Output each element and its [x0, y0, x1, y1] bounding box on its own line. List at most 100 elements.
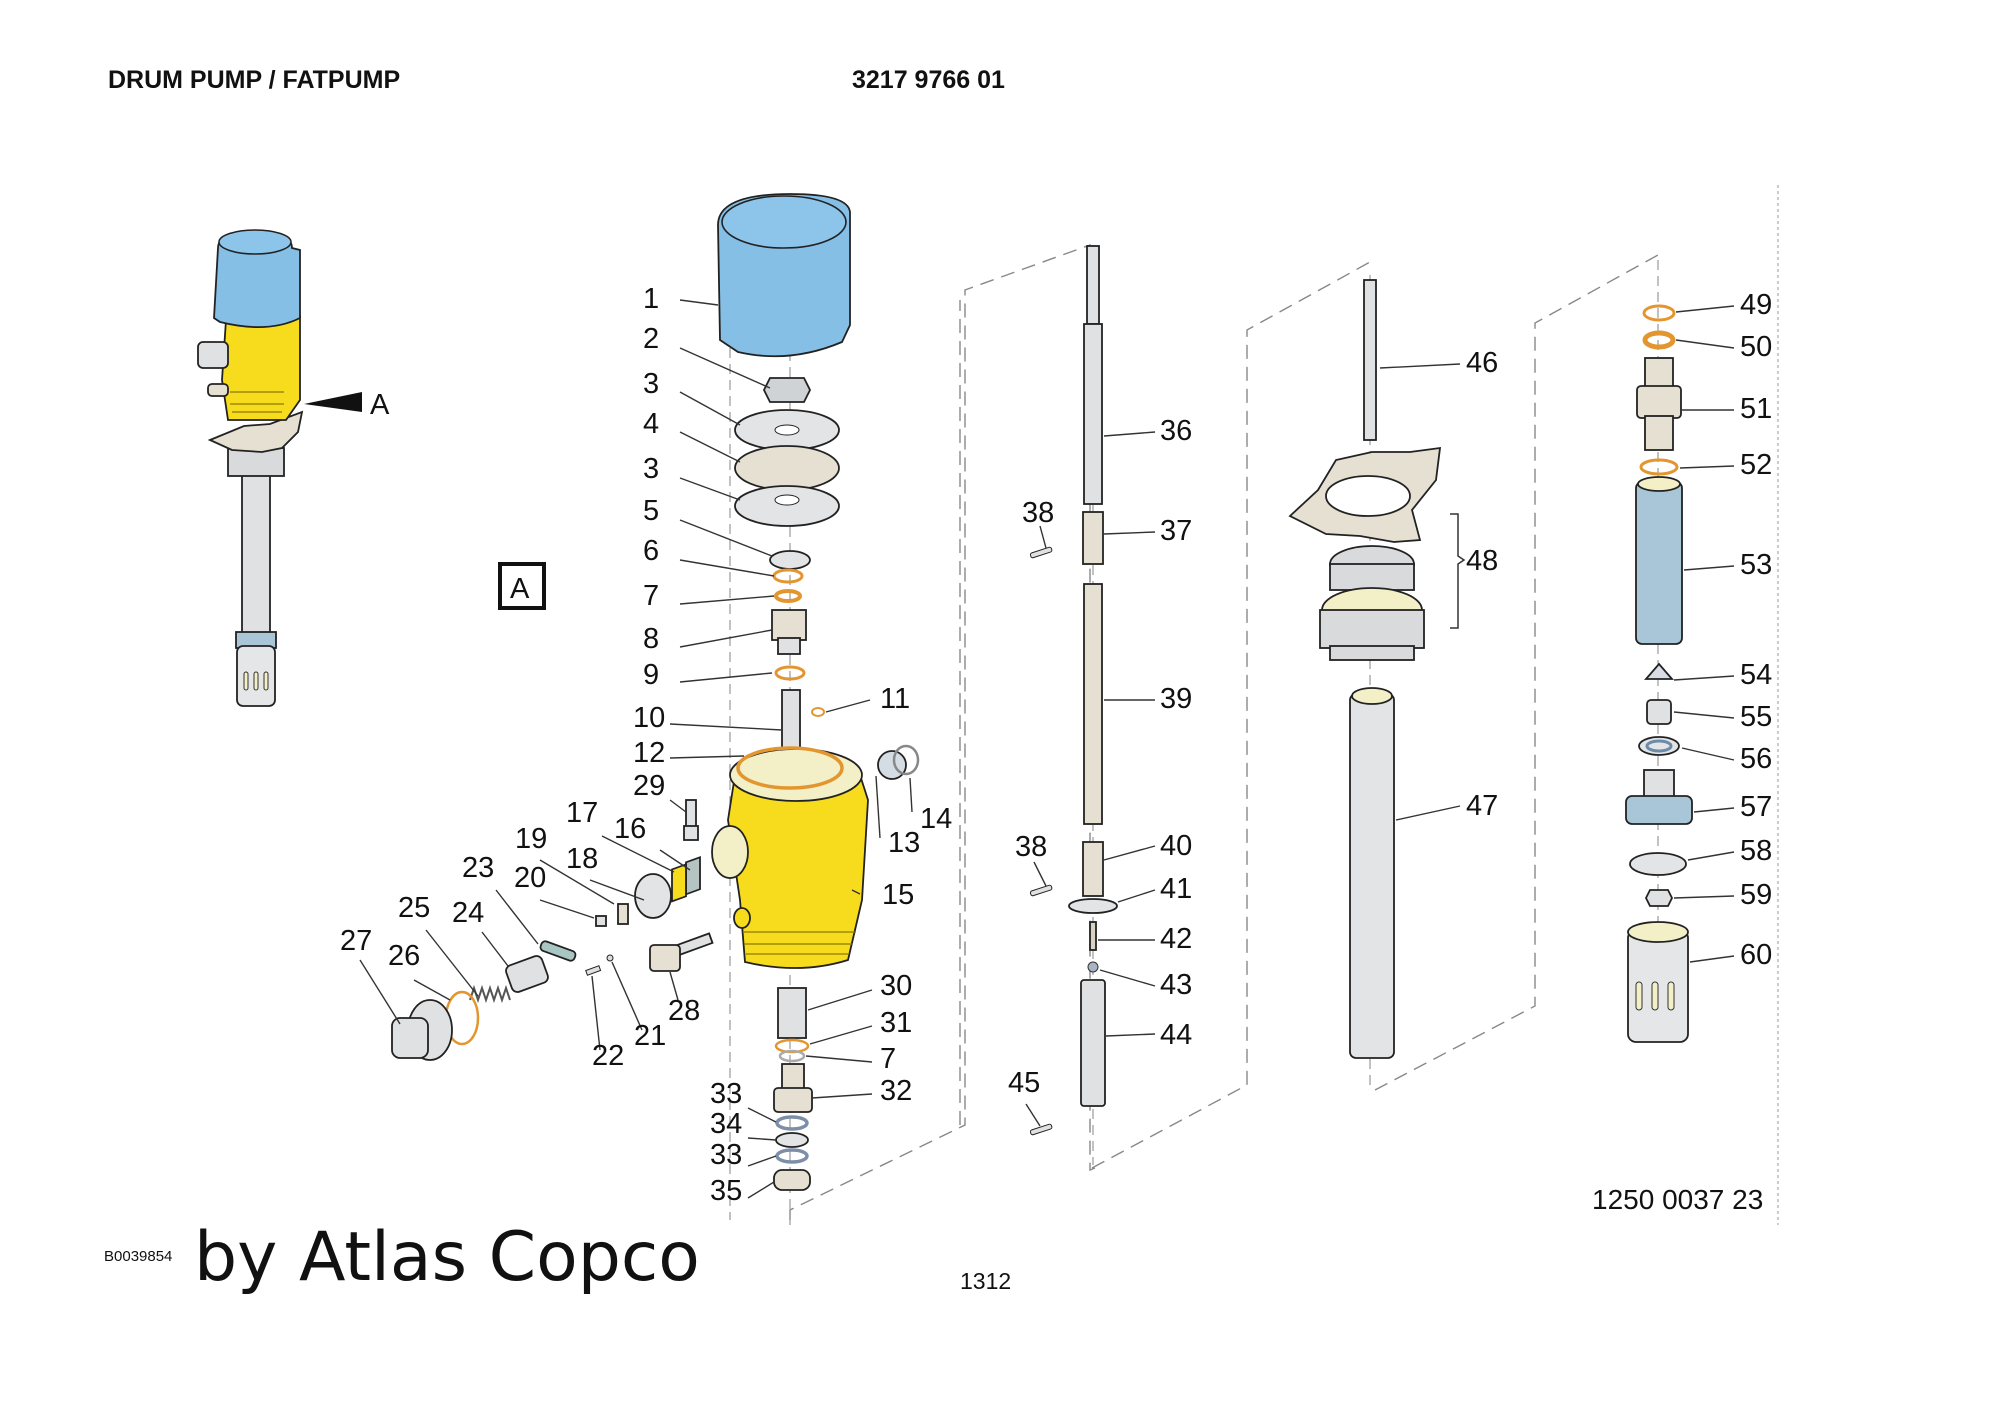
leader-line [747, 1137, 777, 1141]
leader-line [1683, 565, 1735, 571]
part-36-rod-tip [1086, 245, 1100, 325]
panel-outline-2 [1091, 261, 1371, 1169]
leader-line [679, 299, 719, 306]
leader-line [1673, 711, 1735, 719]
leader-line [851, 889, 861, 895]
bracket-icon [1450, 513, 1466, 629]
part-21-washer [606, 954, 614, 962]
callout-35: 35 [710, 1175, 742, 1207]
callout-18: 18 [566, 843, 598, 875]
callout-59: 59 [1740, 879, 1772, 911]
leader-line [811, 1093, 873, 1099]
part-22-screw [585, 965, 602, 976]
part-46-rod [1363, 279, 1377, 441]
leader-line [495, 889, 539, 945]
callout-11: 11 [880, 683, 910, 715]
part-20-clip [595, 915, 607, 927]
callout-16: 16 [614, 813, 646, 845]
part-24-piston [505, 955, 549, 993]
leader-line [539, 859, 615, 905]
leader-line [807, 989, 873, 1011]
leader-line [611, 961, 643, 1031]
part-39-rod [1083, 583, 1103, 825]
part-14-ring [892, 744, 920, 776]
callout-57: 57 [1740, 791, 1772, 823]
document-number: 3217 9766 01 [852, 66, 1005, 94]
part-23-pin [539, 940, 577, 962]
leader-line [1693, 807, 1735, 813]
part-5-washer [769, 550, 811, 570]
callout-3: 3 [643, 453, 659, 485]
part-45-pin [1029, 1123, 1053, 1136]
part-3-washer [734, 485, 840, 527]
callout-7: 7 [643, 580, 659, 612]
leader-line [1689, 955, 1735, 963]
part-37-coupling [1082, 511, 1104, 565]
callout-5: 5 [643, 495, 659, 527]
callout-27: 27 [340, 925, 372, 957]
callout-22: 22 [592, 1040, 624, 1072]
part-47-riser-tube [1349, 687, 1395, 1059]
callout-14: 14 [920, 803, 952, 835]
part-50-ring [1642, 330, 1676, 350]
callout-28: 28 [668, 995, 700, 1027]
part-40-coupling [1082, 841, 1104, 897]
leader-line [601, 835, 675, 873]
callout-17: 17 [566, 797, 598, 829]
leader-line [1103, 845, 1156, 861]
part-56-bearing [1638, 736, 1680, 756]
leader-line [1025, 1103, 1041, 1127]
part-15-pump-housing [711, 748, 869, 969]
leader-line [481, 931, 509, 967]
part-2-plug [762, 377, 812, 403]
marker-a-label: A [370, 389, 390, 421]
leader-line [425, 929, 479, 997]
part-6-oring [772, 568, 804, 584]
part-48-bung-adapter [1288, 446, 1466, 661]
callout-40: 40 [1160, 830, 1192, 862]
leader-line [1681, 747, 1735, 761]
callout-26: 26 [388, 940, 420, 972]
leader-line [679, 595, 775, 605]
leader-line [1033, 861, 1047, 887]
leader-line [825, 699, 871, 713]
part-16-valve-plate [685, 855, 701, 896]
callout-44: 44 [1160, 1019, 1192, 1051]
callout-24: 24 [452, 897, 484, 929]
part-28-fitting [649, 932, 714, 972]
callout-46: 46 [1466, 347, 1498, 379]
leader-line [1673, 675, 1735, 681]
brand-text: by Atlas Copco [194, 1218, 700, 1297]
callout-33: 33 [710, 1139, 742, 1171]
part-30-valve-body [777, 987, 807, 1039]
leader-line [679, 391, 741, 426]
leader-line [1099, 969, 1156, 987]
part-19-block [617, 903, 629, 925]
callout-38: 38 [1015, 831, 1047, 863]
part-55-bushing [1646, 699, 1672, 725]
assembled-pump-overview: A [197, 229, 390, 707]
part-42-pin [1089, 921, 1097, 951]
callout-10: 10 [633, 702, 665, 734]
callout-21: 21 [634, 1020, 666, 1052]
part-7-oring-lower [778, 1049, 806, 1063]
leader-line [539, 899, 595, 919]
callout-41: 41 [1160, 873, 1192, 905]
leader-line [909, 777, 913, 813]
figure-code: B0039854 [104, 1248, 173, 1265]
callout-6: 6 [643, 535, 659, 567]
leader-line [1673, 895, 1735, 899]
part-51-bushing [1636, 357, 1682, 451]
callout-37: 37 [1160, 515, 1192, 547]
leader-line [1687, 851, 1735, 861]
panel-outline-3 [1374, 254, 1659, 1091]
callout-48: 48 [1466, 545, 1498, 577]
part-8-fitting [771, 609, 807, 655]
part-53-cylinder [1635, 476, 1683, 645]
page-number: 1312 [960, 1268, 1012, 1294]
part-52-oring [1639, 458, 1679, 476]
callout-30: 30 [880, 970, 912, 1002]
leader-line [809, 1025, 873, 1045]
leader-line [1105, 1033, 1156, 1037]
